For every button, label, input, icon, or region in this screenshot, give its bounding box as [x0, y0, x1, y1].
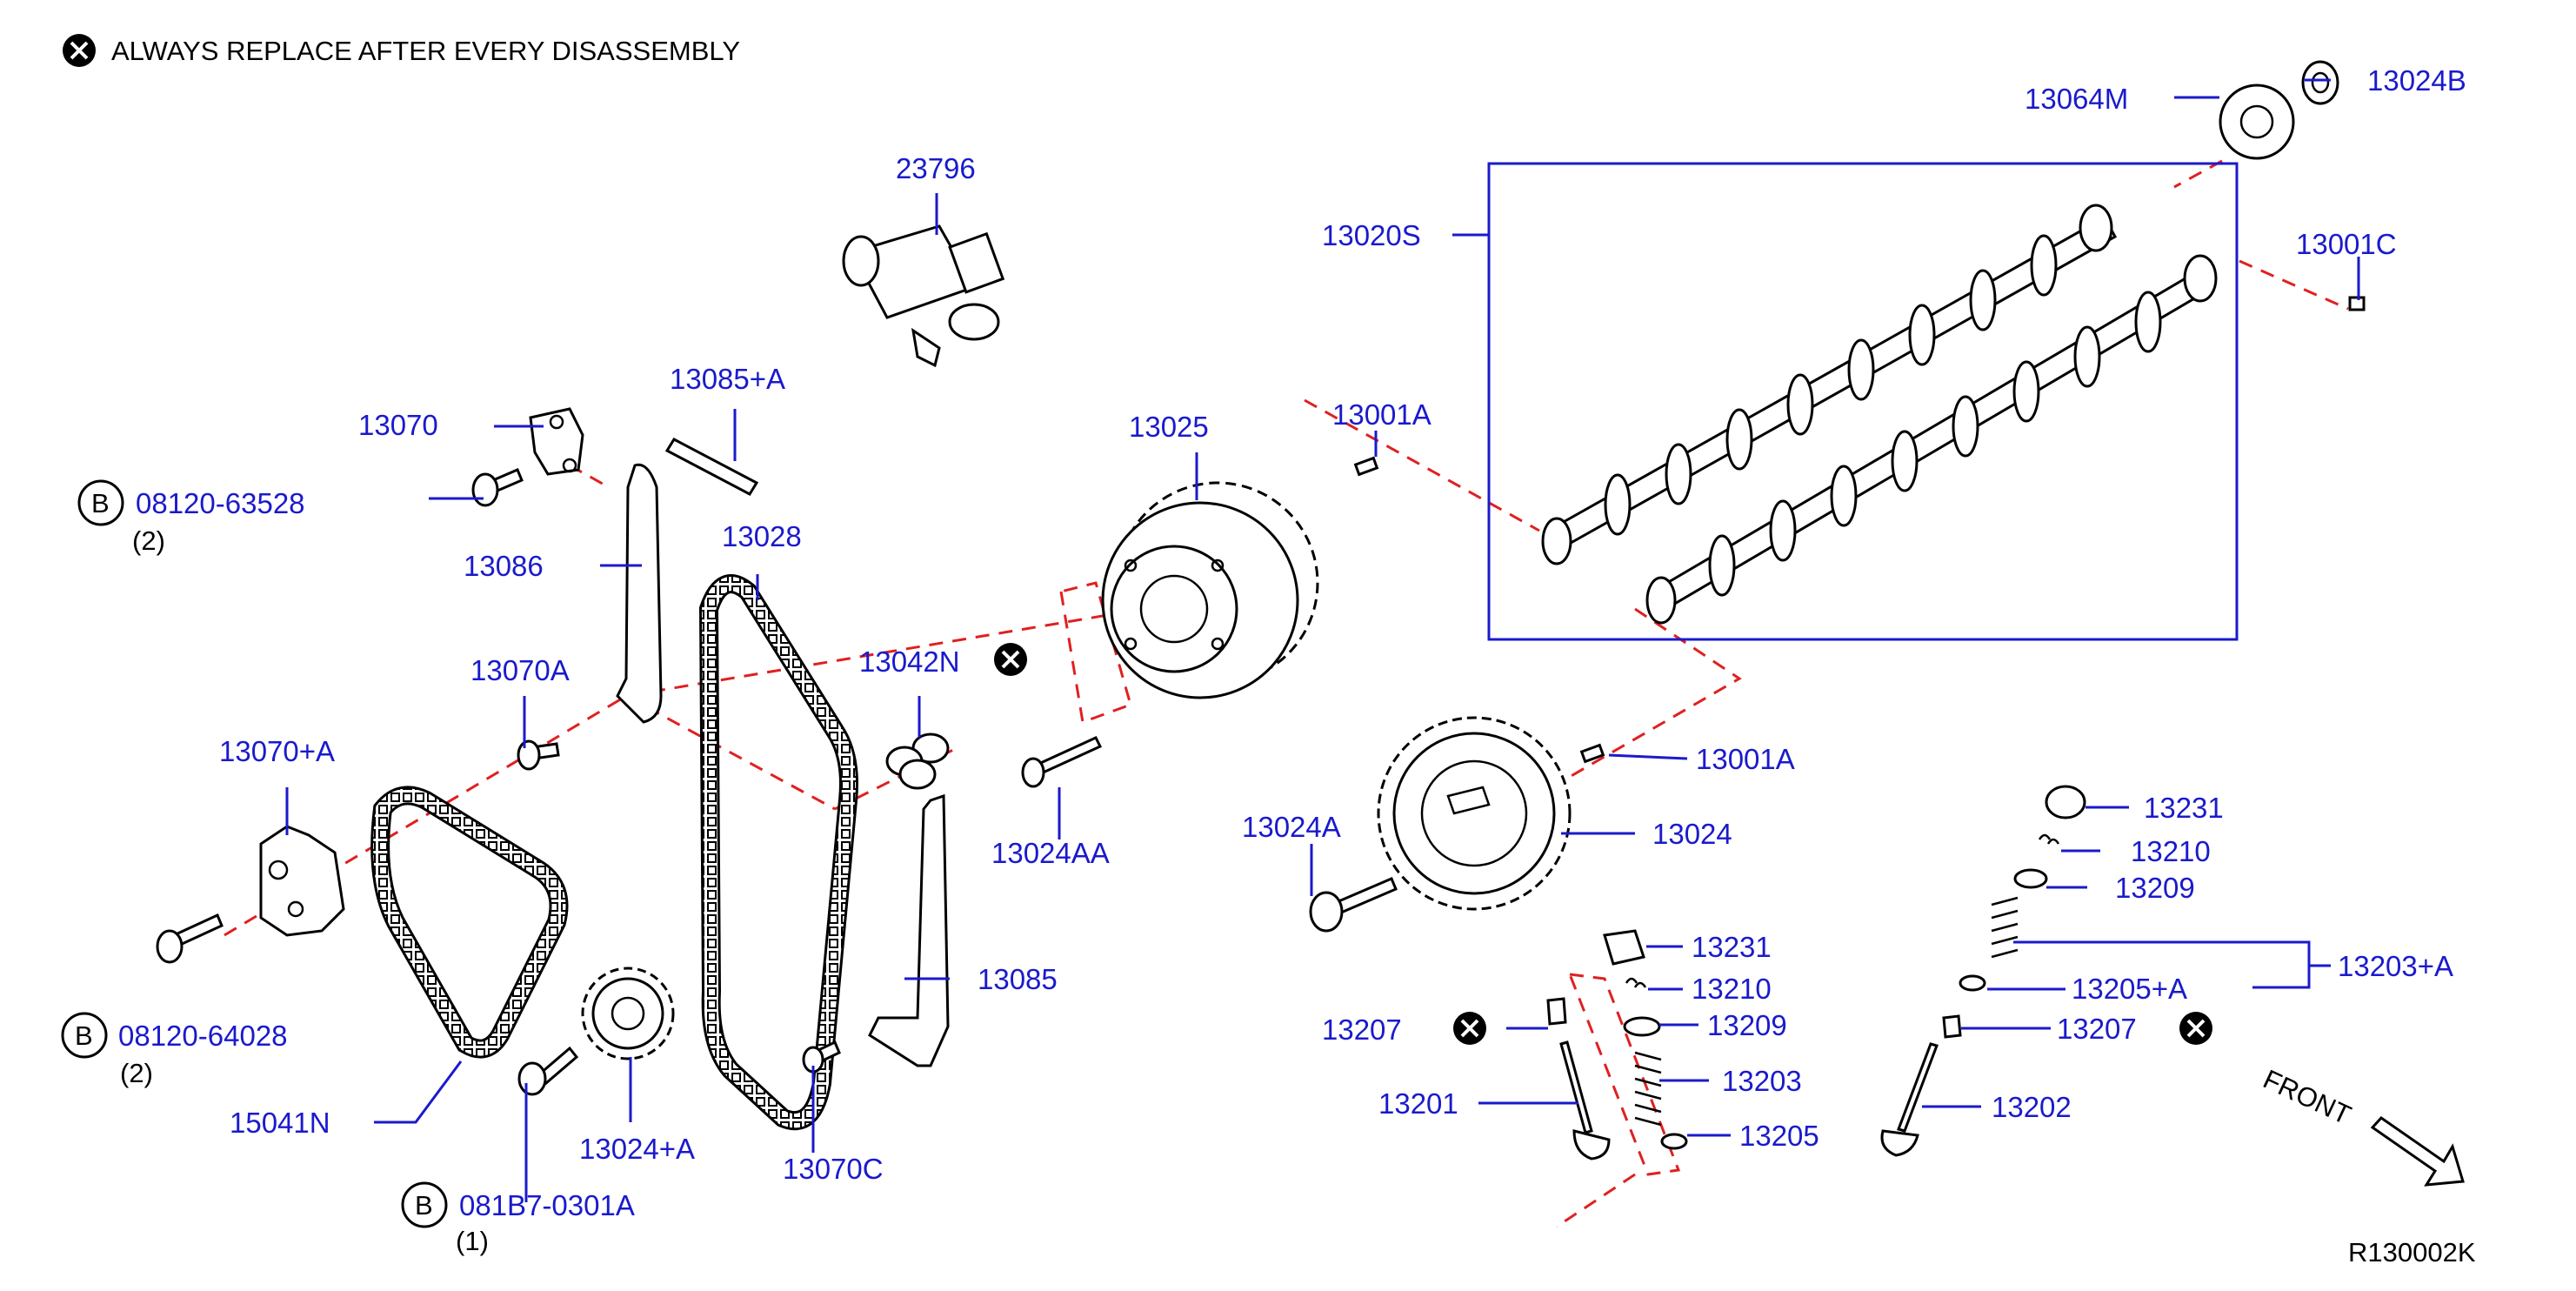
- label-13201: 13201: [1378, 1087, 1458, 1120]
- label-13202: 13202: [1992, 1091, 2072, 1123]
- svg-text:B: B: [91, 488, 110, 518]
- chain-guide-strip: [664, 438, 759, 496]
- replace-symbol-icon: [2179, 1012, 2212, 1045]
- label-13024-plus-a: 13024+A: [579, 1133, 695, 1165]
- label-13203: 13203: [1722, 1065, 1802, 1097]
- label-13024aa: 13024AA: [991, 837, 1110, 869]
- label-13025: 13025: [1129, 411, 1209, 443]
- exhaust-valve: [1880, 1042, 1939, 1157]
- label-13070: 13070: [358, 409, 438, 441]
- label-13024: 13024: [1652, 818, 1732, 850]
- label-13001a-mid: 13001A: [1696, 743, 1795, 775]
- o-rings: [885, 732, 950, 790]
- bolt-08120-63528: [471, 468, 524, 507]
- valve-collet-right: [2038, 833, 2060, 845]
- cam-position-sensor: [842, 224, 1005, 368]
- bolt-b-icon: B: [401, 1181, 448, 1228]
- vvt-sprocket: [1101, 481, 1319, 699]
- label-15041n: 15041N: [230, 1107, 330, 1139]
- camshaft-intake: [1541, 204, 2118, 565]
- cam-sprocket-small: [2219, 84, 2295, 160]
- label-13064m: 13064M: [2025, 83, 2128, 115]
- label-13207-right: 13207: [2057, 1013, 2137, 1045]
- qty-08120-63528: (2): [132, 525, 165, 556]
- valve-collet-left: [1625, 977, 1647, 988]
- label-13001c: 13001C: [2296, 228, 2397, 260]
- svg-text:B: B: [75, 1020, 93, 1051]
- alignment-dashed-lines: [224, 159, 2349, 1228]
- label-13231-right: 13231: [2144, 792, 2224, 824]
- label-08120-63528: 08120-63528: [136, 487, 305, 519]
- label-13205: 13205: [1739, 1120, 1819, 1152]
- dowel-pin-a-top: [1353, 456, 1379, 477]
- valve-lifter-right: [2045, 785, 2086, 819]
- valve-spring-right: [1991, 896, 2019, 959]
- label-08120-64028: 08120-64028: [118, 1020, 288, 1052]
- valve-retainer-left: [1623, 1016, 1661, 1037]
- label-13070-plus-a: 13070+A: [219, 735, 335, 767]
- label-13001a-top: 13001A: [1332, 398, 1431, 431]
- camshaft-gear: [1377, 716, 1572, 911]
- chain-tensioner-main: [259, 825, 345, 937]
- valve-seal-right: [1942, 1014, 1962, 1039]
- label-13085a: 13085+A: [670, 363, 785, 395]
- dowel-pin-a-mid: [1579, 743, 1605, 764]
- part-labels: 23796 13085+A 13070 08120-63528 (2) 1308…: [118, 64, 2466, 1256]
- camshaft-group-box: [1487, 162, 2239, 641]
- bolt-b-icon: B: [77, 479, 124, 526]
- valve-seat-right: [1959, 974, 1986, 992]
- replace-symbol-icon: [994, 643, 1027, 676]
- bolt-081b7-0301a: [517, 1046, 579, 1096]
- label-13086: 13086: [464, 550, 544, 582]
- bolt-13024a: [1309, 877, 1398, 933]
- label-13028: 13028: [722, 520, 802, 552]
- valve-retainer-right: [2013, 868, 2048, 889]
- label-13070a: 13070A: [470, 654, 570, 686]
- label-13210-right: 13210: [2131, 835, 2211, 867]
- valve-lifter-left: [1603, 929, 1645, 966]
- qty-081b7-0301a: (1): [456, 1226, 489, 1256]
- label-13020s: 13020S: [1322, 219, 1421, 251]
- label-13207-left: 13207: [1322, 1013, 1402, 1046]
- label-13024a: 13024A: [1242, 811, 1341, 843]
- label-13070c: 13070C: [783, 1153, 884, 1185]
- chain-slack-guide: [616, 463, 663, 724]
- chain-tension-guide: [868, 793, 950, 1067]
- diagram-reference: R130002K: [2348, 1237, 2476, 1268]
- label-13205-plus-a: 13205+A: [2072, 973, 2187, 1005]
- dowel-pin-c: [2348, 296, 2366, 311]
- replace-notice: ALWAYS REPLACE AFTER EVERY DISASSEMBLY: [111, 36, 740, 66]
- bolt-b-icon: B: [61, 1012, 108, 1059]
- leader-lines: [285, 78, 2360, 1202]
- label-13085: 13085: [978, 963, 1058, 995]
- intake-valve: [1559, 1040, 1611, 1161]
- valve-spring-left: [1634, 1051, 1662, 1127]
- label-13209-right: 13209: [2115, 872, 2195, 904]
- crank-sprocket: [581, 967, 675, 1060]
- label-13024b: 13024B: [2367, 64, 2466, 97]
- cam-cap: [2301, 60, 2339, 105]
- label-13231-left: 13231: [1692, 931, 1772, 963]
- svg-text:B: B: [415, 1190, 433, 1221]
- valve-seal-left: [1546, 997, 1567, 1026]
- qty-08120-64028: (2): [120, 1058, 153, 1088]
- label-13209-left: 13209: [1707, 1009, 1787, 1041]
- label-13042n: 13042N: [859, 646, 960, 678]
- valve-seat-left: [1660, 1133, 1688, 1150]
- label-13210-left: 13210: [1692, 973, 1772, 1005]
- long-bolt-13024aa: [1021, 736, 1103, 788]
- bolt-08120-64028: [156, 913, 224, 964]
- label-081b7-0301a: 081B7-0301A: [459, 1189, 635, 1221]
- replace-symbol-icon: [1453, 1012, 1486, 1045]
- label-13203-plus-a: 13203+A: [2338, 950, 2453, 982]
- label-23796: 23796: [896, 152, 976, 184]
- replace-symbol-icon: [63, 34, 96, 67]
- front-label: FRONT: [2259, 1064, 2356, 1131]
- camshaft-exhaust: [1645, 254, 2218, 625]
- chain-tensioner-top: [529, 407, 584, 476]
- front-arrow-icon: [2370, 1116, 2465, 1187]
